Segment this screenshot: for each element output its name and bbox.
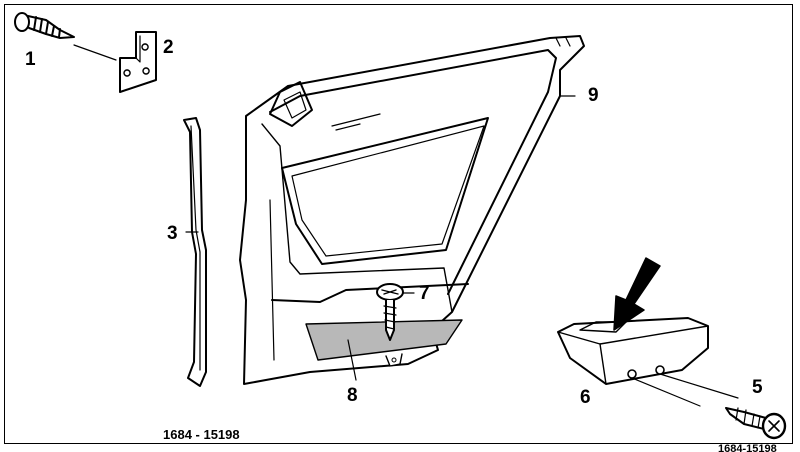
indicator-arrow bbox=[613, 257, 661, 331]
screw-part-7 bbox=[376, 283, 415, 341]
callout-8: 8 bbox=[347, 385, 358, 406]
callout-3: 3 bbox=[167, 223, 178, 244]
reference-number: 1684 - 15198 bbox=[163, 427, 240, 442]
leader-lines bbox=[347, 95, 576, 381]
trim-panel-part-9 bbox=[239, 35, 585, 385]
bracket-part-2 bbox=[119, 31, 157, 93]
screw-part-5 bbox=[725, 407, 787, 440]
corner-reference: 1684-15198 bbox=[718, 443, 800, 452]
callout-9: 9 bbox=[588, 85, 599, 106]
corner-reference-text: 1684-15198 bbox=[718, 443, 777, 452]
callout-1: 1 bbox=[25, 49, 36, 70]
callout-7: 7 bbox=[419, 283, 430, 304]
callout-2: 2 bbox=[163, 37, 174, 58]
diagram-frame bbox=[4, 4, 793, 444]
callout-5: 5 bbox=[752, 377, 763, 398]
callout-6: 6 bbox=[580, 387, 591, 408]
seal-strip-part-3 bbox=[183, 117, 207, 387]
screw-part-1 bbox=[14, 12, 117, 61]
felt-pad-part-8 bbox=[305, 319, 463, 367]
